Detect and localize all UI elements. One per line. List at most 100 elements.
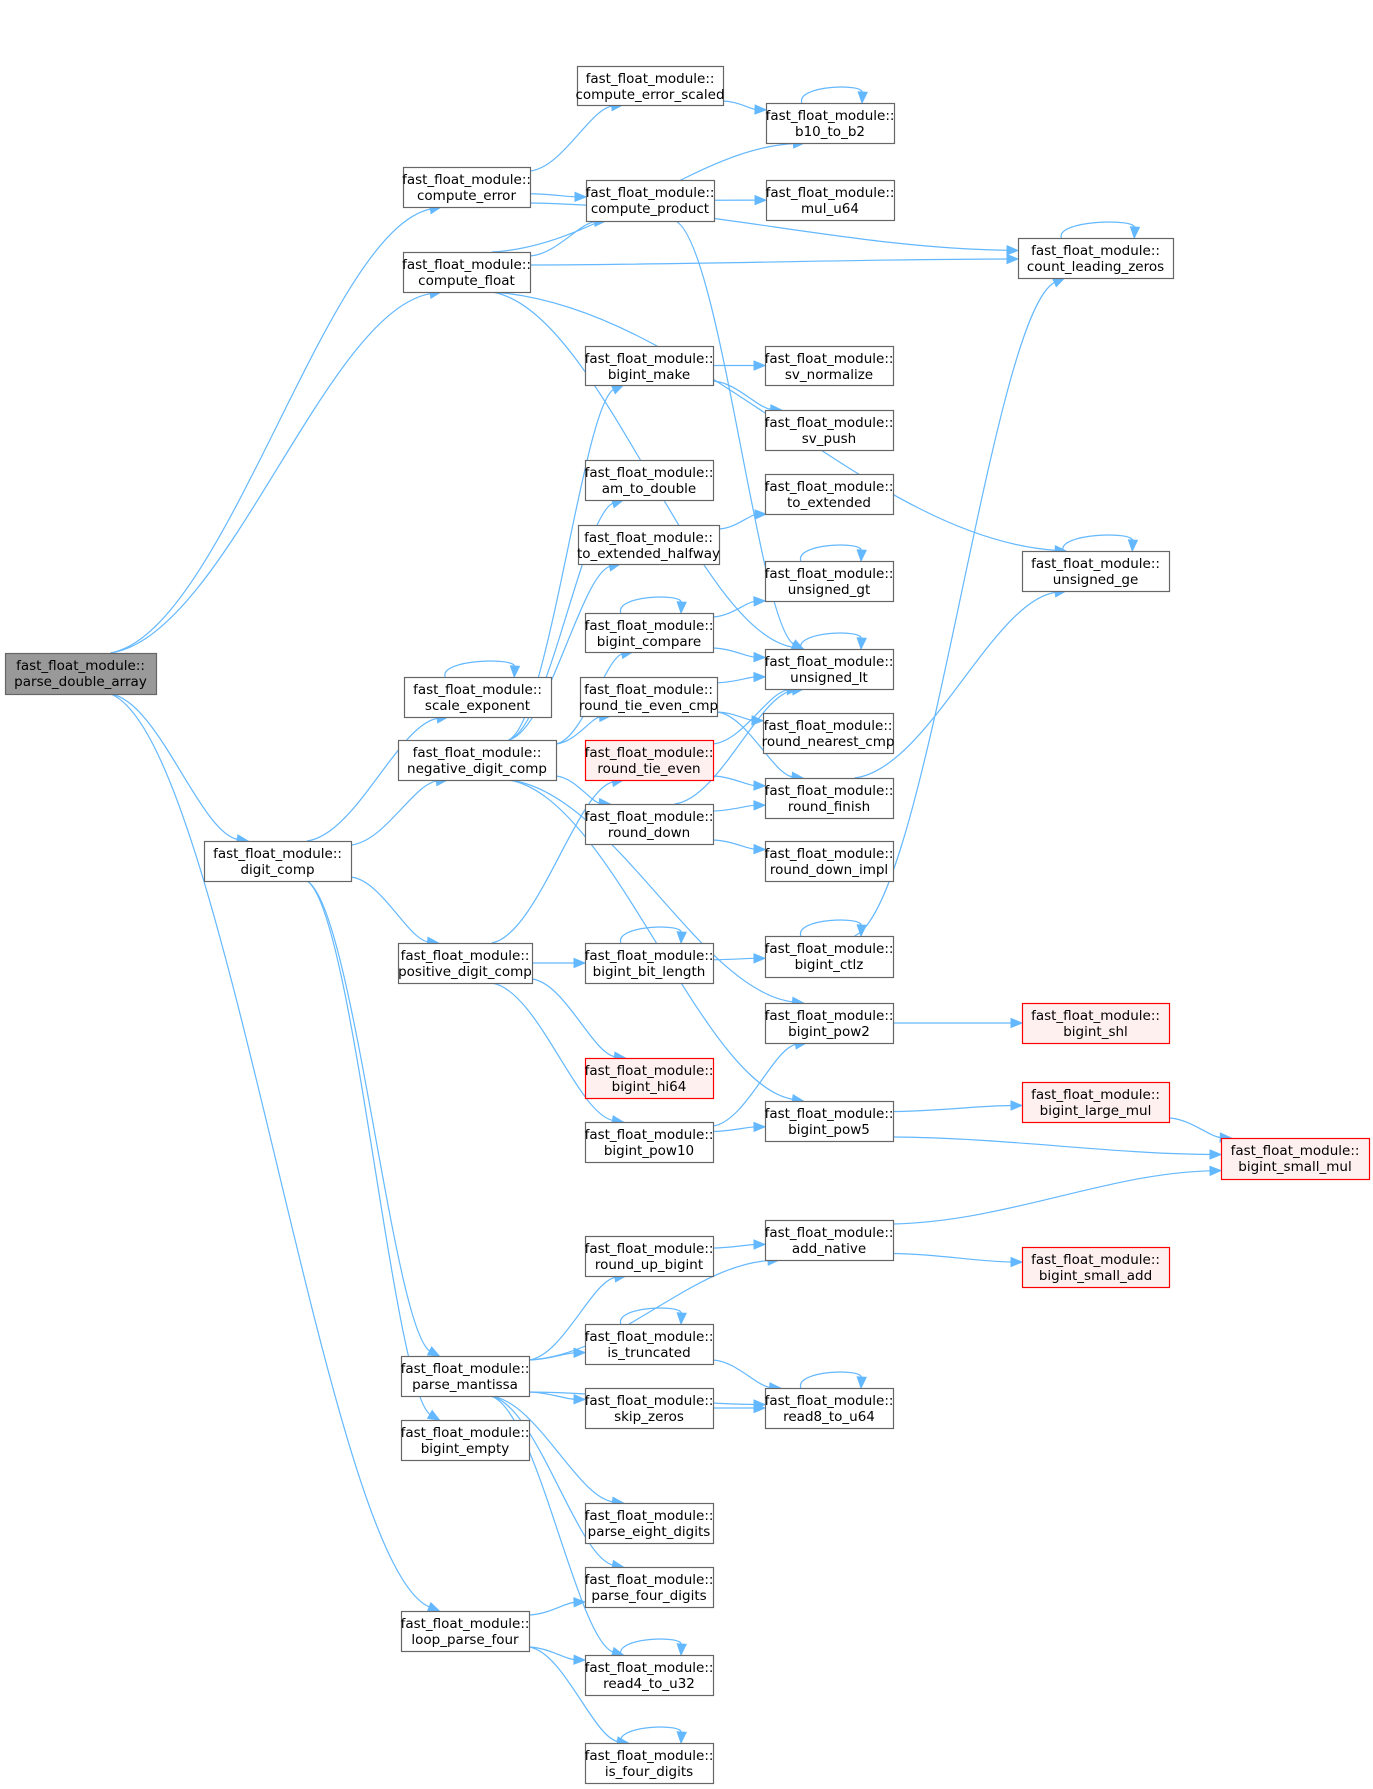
node-compute-error-scaled[interactable]: fast_float_module::compute_error_scaled [575, 65, 725, 107]
node-namespace-label: fast_float_module:: [765, 479, 894, 495]
node-bigint-make[interactable]: fast_float_module::bigint_make [585, 345, 715, 387]
edge-line [712, 380, 772, 410]
node-namespace-label: fast_float_module:: [765, 566, 894, 582]
edge-line [528, 1259, 770, 1361]
edge-compute_float-to-count_leading_zeros [529, 253, 1020, 266]
node-parse-double-array[interactable]: fast_float_module::parse_double_array [4, 652, 158, 696]
edge-read8_to_u64-to-read8_to_u64 [800, 1371, 867, 1390]
node-box [764, 935, 895, 979]
node-namespace-label: fast_float_module:: [585, 948, 714, 964]
node-function-label: is_truncated [607, 1345, 690, 1361]
node-am-to-double[interactable]: fast_float_module::am_to_double [585, 459, 715, 502]
node-skip-zeros[interactable]: fast_float_module::skip_zeros [585, 1387, 715, 1430]
edge-round_down-to-round_finish [712, 800, 767, 812]
node-read8-to-u64[interactable]: fast_float_module::read8_to_u64 [764, 1387, 895, 1430]
node-bigint-compare[interactable]: fast_float_module::bigint_compare [585, 612, 715, 654]
node-bigint-bit-length[interactable]: fast_float_module::bigint_bit_length [584, 942, 715, 985]
edge-parse_double_array-to-compute_float [110, 288, 443, 654]
node-unsigned-lt[interactable]: fast_float_module::unsigned_lt [765, 648, 895, 691]
node-function-label: bigint_shl [1063, 1024, 1128, 1040]
edge-line [508, 565, 611, 741]
node-box [584, 942, 715, 985]
edge-to_extended_halfway-to-to_extended [718, 509, 768, 530]
node-is-truncated[interactable]: fast_float_module::is_truncated [585, 1323, 715, 1366]
node-round-nearest-cmp[interactable]: fast_float_module::round_nearest_cmp [762, 712, 895, 755]
node-namespace-label: fast_float_module:: [401, 1425, 530, 1441]
node-namespace-label: fast_float_module:: [402, 257, 531, 273]
edge-arrowhead [753, 1239, 767, 1250]
edge-line [1062, 534, 1133, 552]
edge-compute_error-to-compute_product [529, 191, 588, 203]
node-count-leading-zeros[interactable]: fast_float_module::count_leading_zeros [1017, 237, 1175, 280]
node-scale-exponent[interactable]: fast_float_module::scale_exponent [403, 676, 553, 719]
node-bigint-small-mul[interactable]: fast_float_module::bigint_small_mul [1220, 1137, 1371, 1181]
node-sv-push[interactable]: fast_float_module::sv_push [765, 409, 895, 452]
node-box [765, 102, 896, 145]
node-compute-error[interactable]: fast_float_module::compute_error [402, 166, 532, 209]
node-namespace-label: fast_float_module:: [585, 809, 714, 825]
node-add-native[interactable]: fast_float_module::add_native [765, 1219, 895, 1262]
edge-loop_parse_four-to-read4_to_u32 [528, 1646, 587, 1665]
node-bigint-pow5[interactable]: fast_float_module::bigint_pow5 [765, 1100, 895, 1143]
node-b10-to-b2[interactable]: fast_float_module::b10_to_b2 [765, 102, 896, 145]
node-namespace-label: fast_float_module:: [585, 1660, 714, 1676]
node-namespace-label: fast_float_module:: [585, 465, 714, 481]
node-positive-digit-comp[interactable]: fast_float_module::positive_digit_comp [397, 942, 534, 985]
node-function-label: loop_parse_four [411, 1632, 519, 1648]
node-namespace-label: fast_float_module:: [585, 745, 714, 761]
node-compute-product[interactable]: fast_float_module::compute_product [585, 179, 716, 223]
node-box [1021, 1081, 1171, 1124]
node-namespace-label: fast_float_module:: [765, 1106, 894, 1122]
edge-is_truncated-to-read8_to_u64 [712, 1359, 782, 1393]
node-box [585, 179, 716, 223]
node-read4-to-u32[interactable]: fast_float_module::read4_to_u32 [585, 1654, 715, 1697]
node-round-finish[interactable]: fast_float_module::round_finish [765, 777, 895, 820]
node-unsigned-gt[interactable]: fast_float_module::unsigned_gt [765, 560, 895, 603]
node-box [397, 739, 558, 782]
edge-digit_comp-to-negative_digit_comp [350, 775, 449, 846]
node-is-four-digits[interactable]: fast_float_module::is_four_digits [585, 1742, 715, 1785]
node-negative-digit-comp[interactable]: fast_float_module::negative_digit_comp [397, 739, 558, 782]
node-parse-eight-digits[interactable]: fast_float_module::parse_eight_digits [585, 1502, 715, 1545]
node-round-up-bigint[interactable]: fast_float_module::round_up_bigint [585, 1235, 715, 1278]
node-round-down-impl[interactable]: fast_float_module::round_down_impl [765, 840, 895, 883]
node-sv-normalize[interactable]: fast_float_module::sv_normalize [765, 345, 895, 387]
node-box [579, 676, 719, 718]
edge-line [528, 1601, 576, 1616]
node-bigint-large-mul[interactable]: fast_float_module::bigint_large_mul [1021, 1081, 1171, 1124]
node-function-label: sv_normalize [785, 367, 873, 383]
node-namespace-label: fast_float_module:: [413, 745, 542, 761]
edge-arrowhead [753, 651, 767, 663]
node-box [764, 1387, 895, 1430]
node-bigint-ctlz[interactable]: fast_float_module::bigint_ctlz [764, 935, 895, 979]
node-bigint-pow2[interactable]: fast_float_module::bigint_pow2 [765, 1002, 895, 1045]
node-bigint-hi64[interactable]: fast_float_module::bigint_hi64 [585, 1057, 715, 1100]
node-mul-u64[interactable]: fast_float_module::mul_u64 [766, 179, 896, 222]
node-unsigned-ge[interactable]: fast_float_module::unsigned_ge [1021, 550, 1171, 593]
node-box [400, 1355, 531, 1398]
node-namespace-label: fast_float_module:: [1031, 1087, 1160, 1103]
edge-bigint_bit_length-to-bigint_bit_length [620, 926, 687, 945]
node-bigint-shl[interactable]: fast_float_module::bigint_shl [1021, 1002, 1171, 1045]
node-box [1021, 1002, 1171, 1045]
node-function-label: compute_float [418, 273, 515, 289]
node-digit-comp[interactable]: fast_float_module::digit_comp [203, 840, 353, 883]
node-to-extended[interactable]: fast_float_module::to_extended [764, 473, 895, 516]
node-box [764, 473, 895, 516]
node-round-down[interactable]: fast_float_module::round_down [585, 803, 715, 846]
edge-line [528, 1352, 576, 1361]
node-function-label: parse_double_array [14, 674, 147, 690]
node-bigint-pow10[interactable]: fast_float_module::bigint_pow10 [585, 1121, 715, 1164]
node-parse-four-digits[interactable]: fast_float_module::parse_four_digits [585, 1566, 715, 1609]
node-round-tie-even[interactable]: fast_float_module::round_tie_even [585, 739, 715, 782]
node-namespace-label: fast_float_module:: [1031, 1008, 1160, 1024]
node-namespace-label: fast_float_module:: [765, 1225, 894, 1241]
node-round-tie-even-cmp[interactable]: fast_float_module::round_tie_even_cmp [579, 676, 719, 718]
node-bigint-small-add[interactable]: fast_float_module::bigint_small_add [1021, 1246, 1171, 1289]
node-to-extended-halfway[interactable]: fast_float_module::to_extended_halfway [577, 524, 721, 566]
edge-line [800, 632, 862, 650]
node-compute-float[interactable]: fast_float_module::compute_float [402, 251, 532, 294]
node-bigint-empty[interactable]: fast_float_module::bigint_empty [401, 1419, 531, 1462]
node-parse-mantissa[interactable]: fast_float_module::parse_mantissa [400, 1355, 531, 1398]
node-loop-parse-four[interactable]: fast_float_module::loop_parse_four [401, 1610, 531, 1653]
